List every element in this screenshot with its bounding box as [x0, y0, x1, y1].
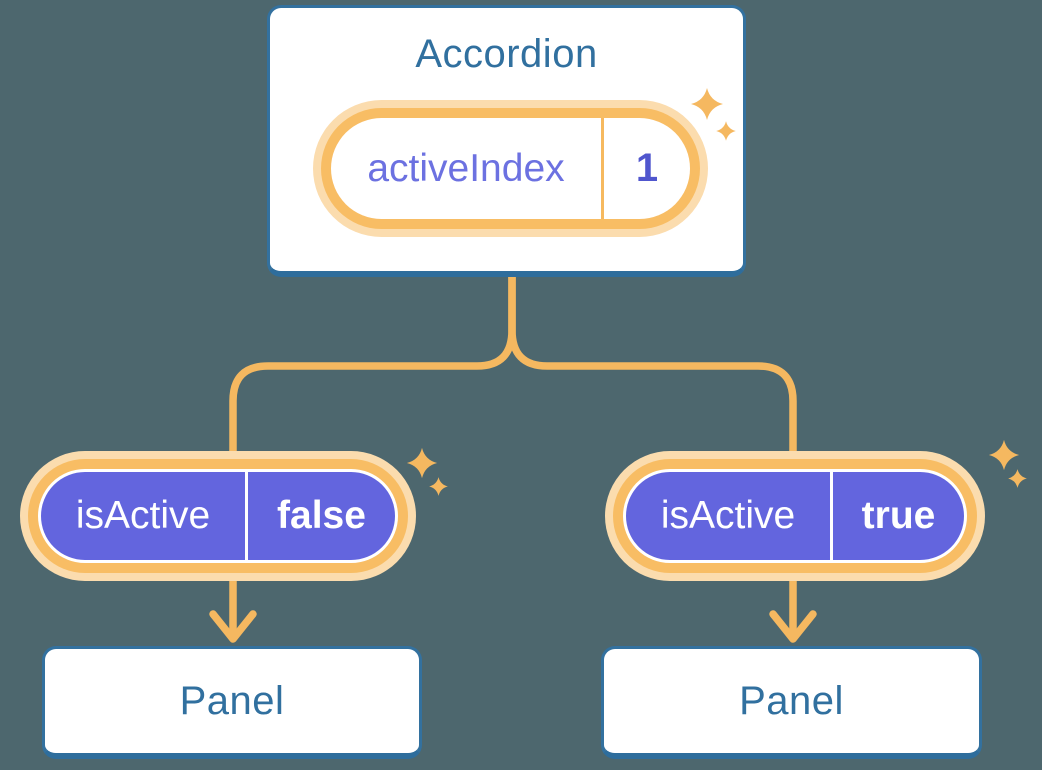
prop-pill-right: isActive true [605, 451, 985, 581]
arrowhead-right-icon [769, 610, 817, 643]
sparkle-large-icon [691, 88, 723, 120]
connector-branch-right [508, 270, 797, 640]
panel-right-title: Panel [739, 678, 844, 723]
prop-pill-left-value: false [277, 494, 366, 537]
state-pill-label: activeIndex [367, 146, 565, 190]
prop-pill-right-value: true [861, 494, 936, 537]
prop-pill-right-divider [830, 472, 833, 560]
sparkle-small-icon [429, 477, 448, 496]
sparkle-large-icon [406, 447, 438, 479]
sparkle-small-icon [716, 121, 736, 141]
state-pill: activeIndex 1 [313, 100, 708, 237]
prop-pill-right-label: isActive [660, 494, 796, 537]
sparkle-small-icon [1008, 469, 1027, 488]
arrowhead-left-icon [209, 610, 257, 643]
state-pill-value: 1 [635, 146, 659, 190]
sparkle-large-icon [988, 439, 1020, 471]
panel-card-left: Panel [42, 646, 422, 759]
state-pill-divider [601, 118, 604, 219]
prop-pill-left-ring: isActive false [28, 459, 408, 573]
accordion-title: Accordion [415, 32, 598, 76]
prop-pill-left: isActive false [20, 451, 416, 581]
prop-pill-right-ring: isActive true [613, 459, 977, 573]
prop-pill-left-divider [245, 472, 248, 560]
panel-card-right: Panel [601, 646, 982, 759]
panel-left-title: Panel [179, 678, 285, 723]
prop-pill-left-label: isActive [75, 494, 211, 537]
state-pill-ring: activeIndex 1 [321, 108, 700, 229]
